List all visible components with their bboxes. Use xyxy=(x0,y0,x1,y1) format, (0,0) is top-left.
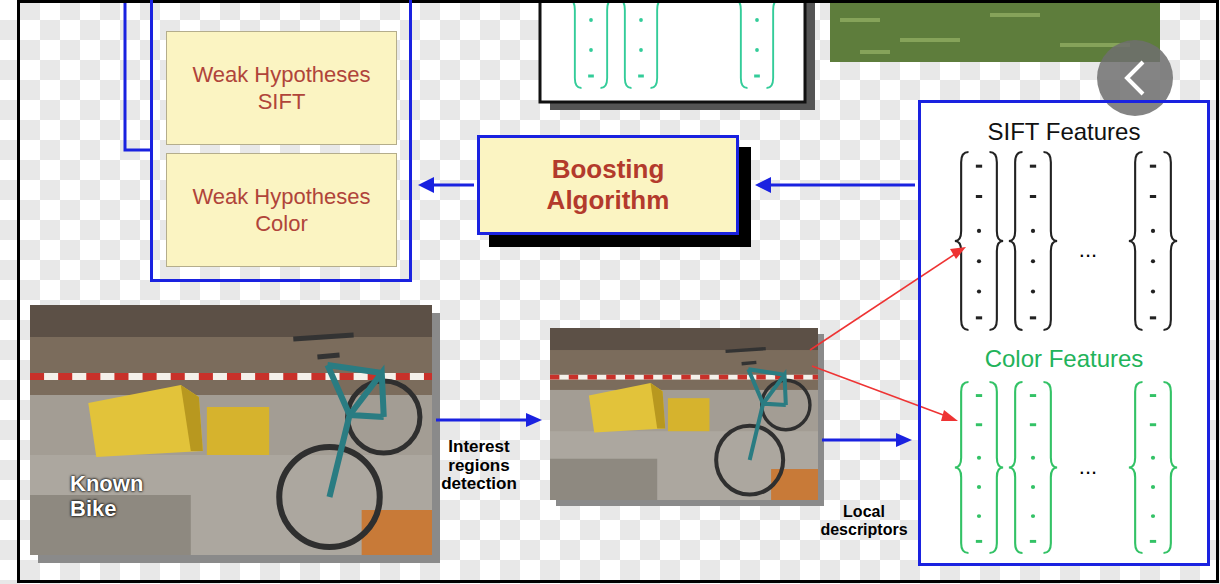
features-box: SIFT FeaturesColor Features xyxy=(918,100,1210,566)
arrow-head xyxy=(896,433,912,447)
matrix-column xyxy=(569,0,613,88)
connector-line xyxy=(430,184,474,187)
flow-connector xyxy=(418,177,474,193)
matrix-column xyxy=(1009,152,1057,330)
weak-box: Weak Hypotheses SIFT xyxy=(166,31,397,145)
matrix-panel xyxy=(540,0,805,102)
hypothesis-label: Weak Hypotheses SIFT xyxy=(175,61,388,116)
arrow-head xyxy=(950,247,966,259)
photo-box: Known Bike xyxy=(30,305,432,555)
weak-box: Weak Hypotheses Color xyxy=(166,153,397,267)
arrow-head xyxy=(755,177,771,193)
flow-arrow xyxy=(436,419,528,422)
pointer-arrow xyxy=(810,254,955,350)
matrix-column xyxy=(955,152,1003,330)
features-ground xyxy=(918,100,1210,566)
flow-arrow xyxy=(822,439,898,442)
grass-texture xyxy=(840,15,1130,52)
algorithm-label: Boosting Algorithm xyxy=(518,154,698,216)
boost-box: Boosting Algorithm xyxy=(477,135,739,235)
chevron-icon xyxy=(1127,62,1143,94)
link-line xyxy=(125,0,150,150)
arrow-head xyxy=(418,177,434,193)
hypothesis-label: Weak Hypotheses Color xyxy=(175,183,388,238)
arrow-head xyxy=(941,410,958,421)
back-button xyxy=(1097,40,1173,116)
matrix-column xyxy=(955,382,1003,553)
text-group: Weak Hypotheses SIFT xyxy=(175,61,388,116)
matrix-column xyxy=(619,0,663,88)
arrow-head xyxy=(526,413,542,427)
text-group: Boosting Algorithm xyxy=(518,154,698,216)
matrix-column xyxy=(1129,152,1177,330)
ellipsis-mark: ... xyxy=(1058,455,1118,479)
matrix-column xyxy=(735,0,779,88)
container-box: Weak Hypotheses SIFT Weak Hypotheses Colo… xyxy=(150,0,412,282)
bike-photo xyxy=(30,305,432,555)
outer-frame xyxy=(19,2,1218,582)
feature-heading: Color Features xyxy=(981,346,1148,372)
matrix-column xyxy=(1129,382,1177,553)
connector-line xyxy=(767,184,915,187)
region-photo xyxy=(550,328,818,500)
step-label: Local descriptors xyxy=(813,503,915,538)
ellipsis-mark: ... xyxy=(1058,238,1118,262)
matrix-column xyxy=(1009,382,1057,553)
text-group: Weak Hypotheses Color xyxy=(175,183,388,238)
pointer-arrow xyxy=(812,366,946,416)
photo-caption: Known Bike xyxy=(70,471,150,522)
flow-connector xyxy=(755,177,915,193)
step-label: Interest regions detection xyxy=(430,438,528,494)
feature-heading: SIFT Features xyxy=(921,119,1207,145)
